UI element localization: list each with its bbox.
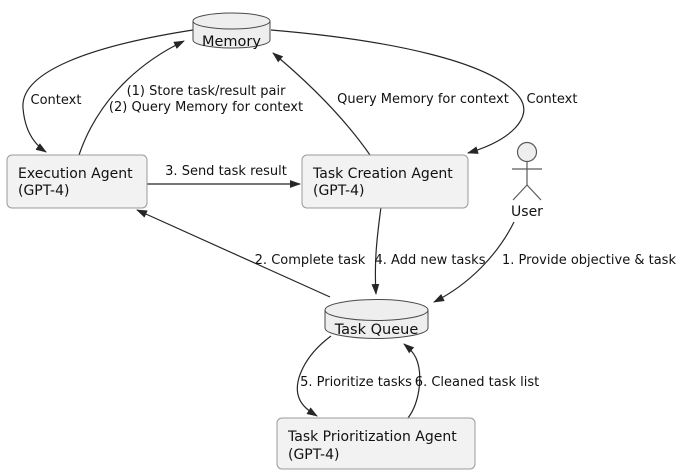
node-user: User <box>511 141 543 220</box>
node-task-creation-agent: Task Creation Agent (GPT-4) <box>301 154 469 209</box>
task-queue-cylinder-top <box>324 299 429 321</box>
memory-cylinder-top <box>192 12 271 30</box>
task-creation-agent-box <box>301 154 469 209</box>
task-creation-agent-label: Task Creation Agent <box>312 166 453 182</box>
edge-add-new-tasks <box>371 206 382 295</box>
task-creation-agent-sublabel: (GPT-4) <box>313 183 364 199</box>
node-task-prioritization-agent: Task Prioritization Agent (GPT-4) <box>276 417 476 470</box>
edge-label-context-right: Context <box>527 92 578 107</box>
edge-label-store-task-result: (1) Store task/result pair <box>127 84 287 99</box>
node-task-queue: Task Queue <box>324 299 429 339</box>
user-actor-leg-right <box>526 184 542 201</box>
task-prioritization-agent-label: Task Prioritization Agent <box>287 429 457 445</box>
edge-provide-objective <box>433 221 515 303</box>
execution-agent-sublabel: (GPT-4) <box>18 183 69 199</box>
task-queue-label: Task Queue <box>334 322 419 338</box>
node-memory: Memory <box>192 12 271 50</box>
user-actor-leg-left <box>512 184 528 201</box>
memory-label: Memory <box>202 34 261 50</box>
edge-label-context-left: Context <box>31 93 82 108</box>
edge-context-right <box>270 29 525 154</box>
user-label: User <box>511 204 543 220</box>
edge-label-query-memory: Query Memory for context <box>337 92 509 107</box>
task-prioritization-agent-sublabel: (GPT-4) <box>288 447 339 463</box>
edge-label-provide-objective: 1. Provide objective & task <box>502 253 676 268</box>
edge-complete-task <box>136 209 331 298</box>
edge-prioritize-tasks <box>296 335 332 417</box>
edge-label-complete-task: 2. Complete task <box>255 253 366 268</box>
execution-agent-label: Execution Agent <box>18 166 133 182</box>
edge-label-prioritize-tasks: 5. Prioritize tasks <box>300 375 412 390</box>
edge-context-left <box>22 29 194 153</box>
user-actor-head <box>516 141 538 163</box>
execution-agent-box <box>6 154 148 209</box>
node-execution-agent: Execution Agent (GPT-4) <box>6 154 148 209</box>
task-prioritization-agent-box <box>276 417 476 470</box>
edge-label-send-task-result: 3. Send task result <box>165 164 287 179</box>
edge-label-query-memory-context: (2) Query Memory for context <box>109 100 303 115</box>
edge-cleaned-task-list <box>403 343 421 419</box>
edge-label-add-new-tasks: 4. Add new tasks <box>375 253 486 268</box>
edge-query-memory <box>272 52 371 156</box>
edge-store-query-memory <box>78 40 185 156</box>
edge-label-cleaned-task-list: 6. Cleaned task list <box>415 375 539 390</box>
